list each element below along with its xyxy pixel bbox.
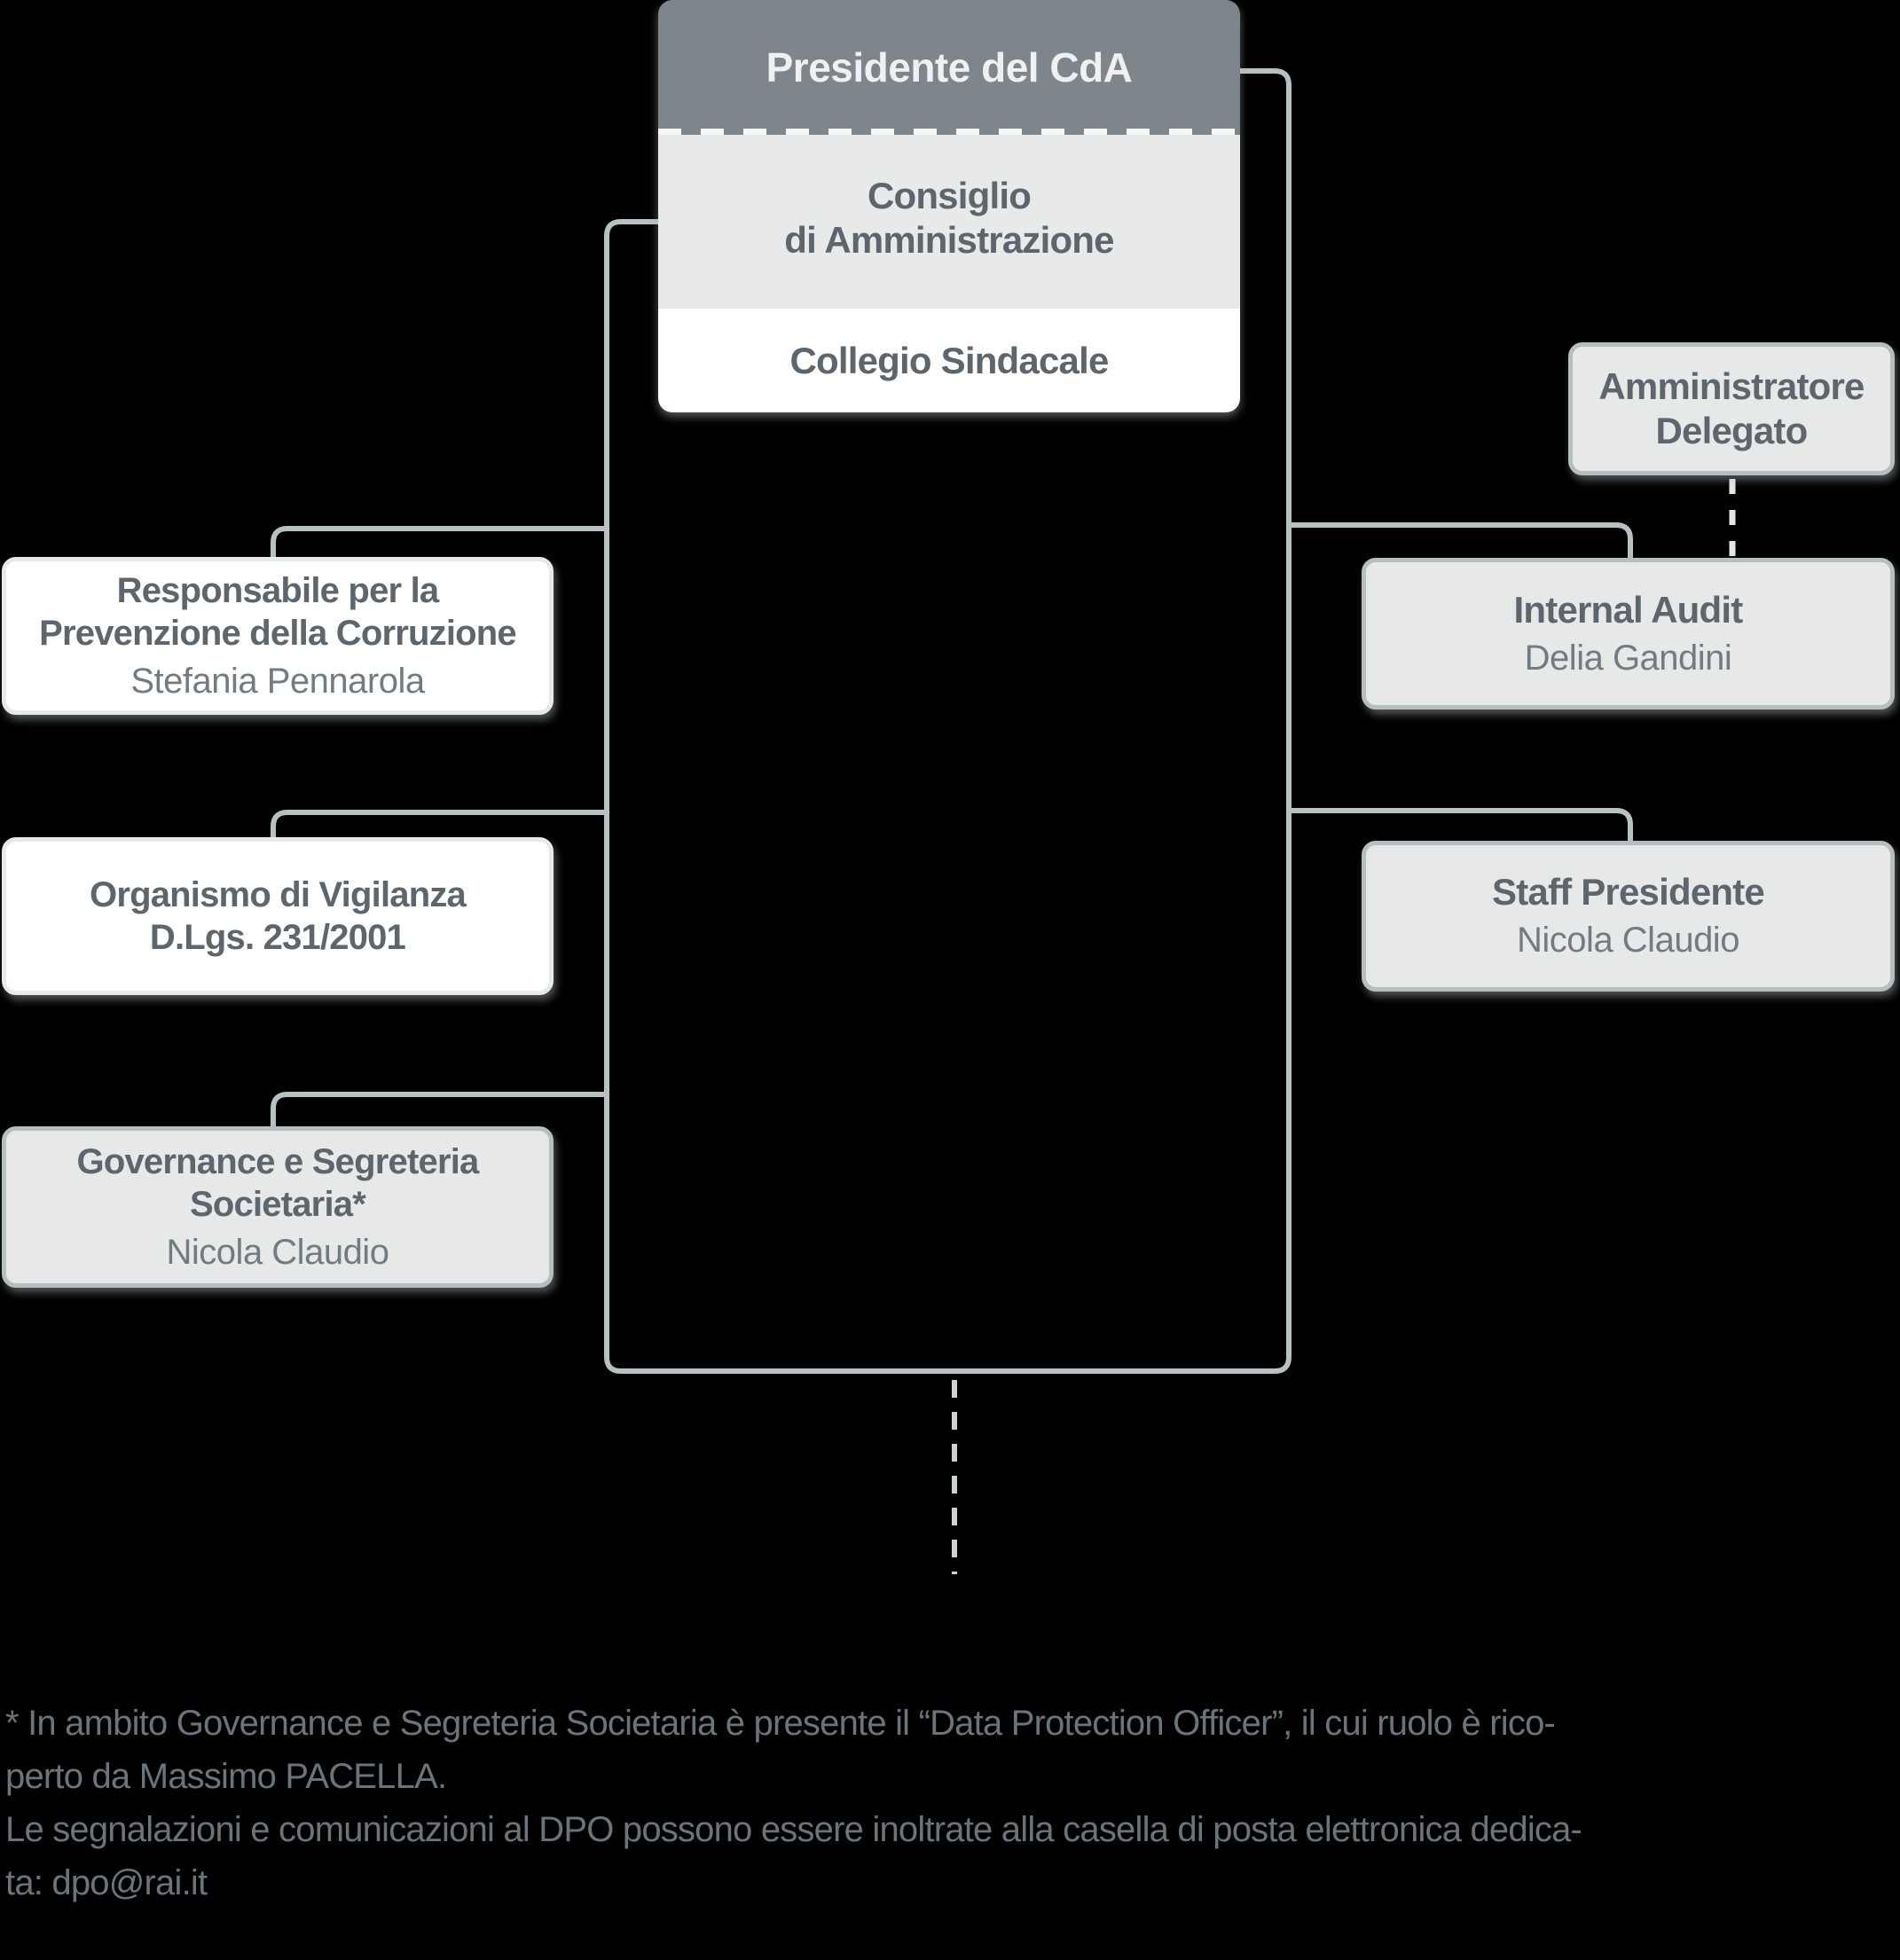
consiglio-title-line2: di Amministrazione [784, 219, 1114, 261]
connector-staff-presidente [1289, 808, 1633, 846]
collegio-title: Collegio Sindacale [789, 339, 1109, 381]
connector-responsabile [271, 526, 607, 562]
connector-internal-audit [1289, 522, 1633, 564]
box-internal-audit: Internal Audit Delia Gandini [1362, 558, 1895, 710]
box-title: Organismo di Vigilanza D.Lgs. 231/2001 [90, 874, 467, 959]
title-line: Prevenzione della Corruzione [39, 614, 517, 653]
title-line: Governance e Segreteria [76, 1142, 480, 1181]
box-amministratore-delegato: Amministratore Delegato [1568, 342, 1895, 475]
title-line: Societaria* [190, 1185, 366, 1224]
footnote-line-3: Le segnalazioni e comunicazioni al DPO p… [5, 1810, 1582, 1849]
collegio-section: Collegio Sindacale [658, 309, 1240, 412]
connector-organismo [271, 810, 607, 843]
footnote-line-4: ta: dpo@rai.it [5, 1863, 208, 1902]
box-title: Responsabile per la Prevenzione della Co… [39, 569, 517, 655]
consiglio-title-line1: Consiglio [867, 175, 1032, 216]
box-title: Internal Audit [1513, 588, 1744, 631]
presidente-header: Presidente del CdA [658, 0, 1240, 135]
box-responsabile-prevenzione-corruzione: Responsabile per la Prevenzione della Co… [2, 557, 554, 715]
board-box: Presidente del CdA Consiglio di Amminist… [658, 0, 1240, 412]
box-title: Governance e Segreteria Societaria* [76, 1141, 480, 1226]
title-line: Delegato [1655, 410, 1809, 451]
box-organismo-di-vigilanza: Organismo di Vigilanza D.Lgs. 231/2001 [2, 837, 554, 995]
title-line: Organismo di Vigilanza [90, 875, 467, 914]
person-name: Stefania Pennarola [130, 662, 425, 701]
title-line: Responsabile per la [116, 571, 440, 610]
title-line: Internal Audit [1513, 588, 1744, 631]
box-staff-presidente: Staff Presidente Nicola Claudio [1362, 841, 1895, 992]
title-line: Staff Presidente [1492, 871, 1765, 913]
spine-connector [604, 68, 1292, 1374]
box-title: Amministratore Delegato [1598, 365, 1865, 453]
person-name: Delia Gandini [1524, 638, 1732, 678]
footnote: * In ambito Governance e Segreteria Soci… [5, 1697, 1896, 1909]
footnote-line-2: perto da Massimo PACELLA. [5, 1757, 447, 1796]
title-line: Amministratore [1598, 365, 1865, 407]
person-name: Nicola Claudio [166, 1233, 389, 1272]
consiglio-section: Consiglio di Amministrazione [658, 135, 1240, 309]
connector-governance [271, 1092, 607, 1132]
box-title: Staff Presidente [1492, 871, 1765, 913]
title-line: D.Lgs. 231/2001 [149, 918, 406, 957]
box-governance-segreteria-societaria: Governance e Segreteria Societaria* Nico… [2, 1126, 554, 1288]
person-name: Nicola Claudio [1517, 921, 1739, 960]
presidente-title: Presidente del CdA [765, 44, 1133, 90]
footnote-line-1: * In ambito Governance e Segreteria Soci… [5, 1704, 1556, 1743]
